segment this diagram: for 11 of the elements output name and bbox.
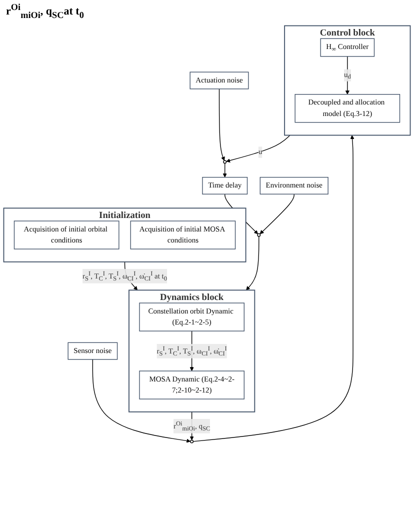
arrow xyxy=(192,134,354,442)
arrow xyxy=(92,358,191,443)
arrow xyxy=(246,236,260,290)
arrow xyxy=(260,194,294,234)
arrow xyxy=(222,162,227,178)
node-circle xyxy=(257,233,261,237)
arrow xyxy=(226,134,290,162)
node-circle xyxy=(223,160,227,164)
arrow xyxy=(218,88,225,161)
edge-note: r$^{Oi}$$_{miOi}$, q$_{SC}$at t$_{0}$ xyxy=(6,2,85,20)
node-circle xyxy=(190,440,194,444)
